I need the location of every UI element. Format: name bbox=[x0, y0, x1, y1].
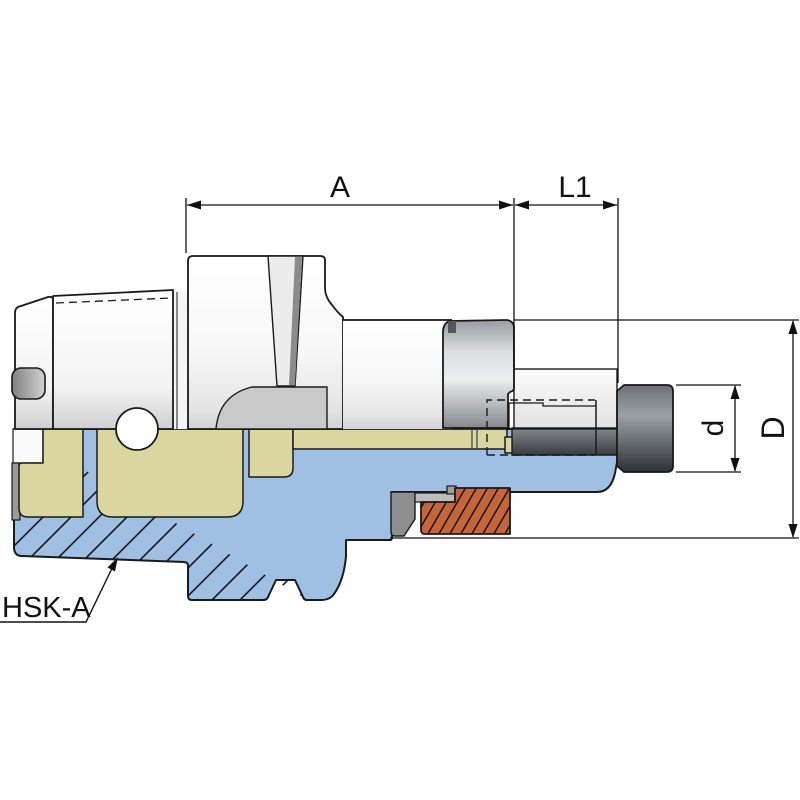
dim-a-label: A bbox=[330, 171, 350, 204]
body-cylinder bbox=[343, 320, 452, 429]
clamping-nut bbox=[442, 319, 515, 429]
end-plug bbox=[11, 367, 46, 400]
cavity-seam-lines bbox=[471, 430, 478, 448]
arrow-d-down bbox=[730, 458, 740, 472]
hidden-bore bbox=[486, 399, 595, 456]
arrow-dbig-up bbox=[788, 320, 798, 334]
flange bbox=[187, 255, 344, 430]
taper-shank bbox=[52, 289, 174, 430]
nose-cylinder bbox=[513, 368, 618, 429]
cavity-group bbox=[11, 428, 517, 521]
gripper-groove-shadow bbox=[289, 257, 302, 385]
nut-groove-notch bbox=[448, 321, 456, 333]
arrow-d-up bbox=[730, 385, 740, 399]
pilot-cylinder bbox=[616, 384, 674, 473]
dim-dbig-ext bbox=[390, 319, 799, 539]
taper-hidden-line bbox=[55, 297, 172, 304]
interface-label: HSK-A bbox=[2, 592, 91, 624]
drive-hole bbox=[115, 407, 159, 451]
interface-leader bbox=[0, 559, 117, 623]
arrow-l1-right bbox=[603, 200, 617, 210]
end-cap-section-face bbox=[12, 428, 44, 464]
dim-l1-label: L1 bbox=[558, 171, 591, 204]
nut-section-group bbox=[420, 487, 511, 535]
arrow-a-right bbox=[499, 200, 513, 210]
ext-lines-a-l1 bbox=[185, 198, 619, 383]
dim-dbig-label: D bbox=[755, 416, 791, 439]
dimensions bbox=[185, 198, 799, 539]
interface-callout: HSK-A bbox=[0, 559, 117, 624]
collet-face-lines bbox=[508, 402, 596, 428]
shank-end-cap bbox=[14, 295, 54, 430]
cavity-left bbox=[18, 428, 84, 518]
dimension-arrows bbox=[107, 200, 798, 572]
taper-gap bbox=[174, 291, 187, 429]
bore-shadow-band bbox=[511, 427, 618, 456]
arrow-l1-left bbox=[515, 200, 529, 210]
clamp-ring bbox=[390, 491, 416, 537]
groove-bottom-surface bbox=[215, 386, 328, 430]
dim-d-label: d bbox=[697, 420, 730, 437]
arrow-dbig-down bbox=[788, 524, 798, 538]
arrow-a-left bbox=[187, 200, 201, 210]
cavity-neck bbox=[248, 428, 294, 478]
dim-d-ext bbox=[676, 384, 741, 473]
cavity-bore-strip bbox=[292, 428, 508, 450]
nut-section-hatch bbox=[421, 488, 510, 534]
cavity-flange bbox=[96, 428, 244, 518]
